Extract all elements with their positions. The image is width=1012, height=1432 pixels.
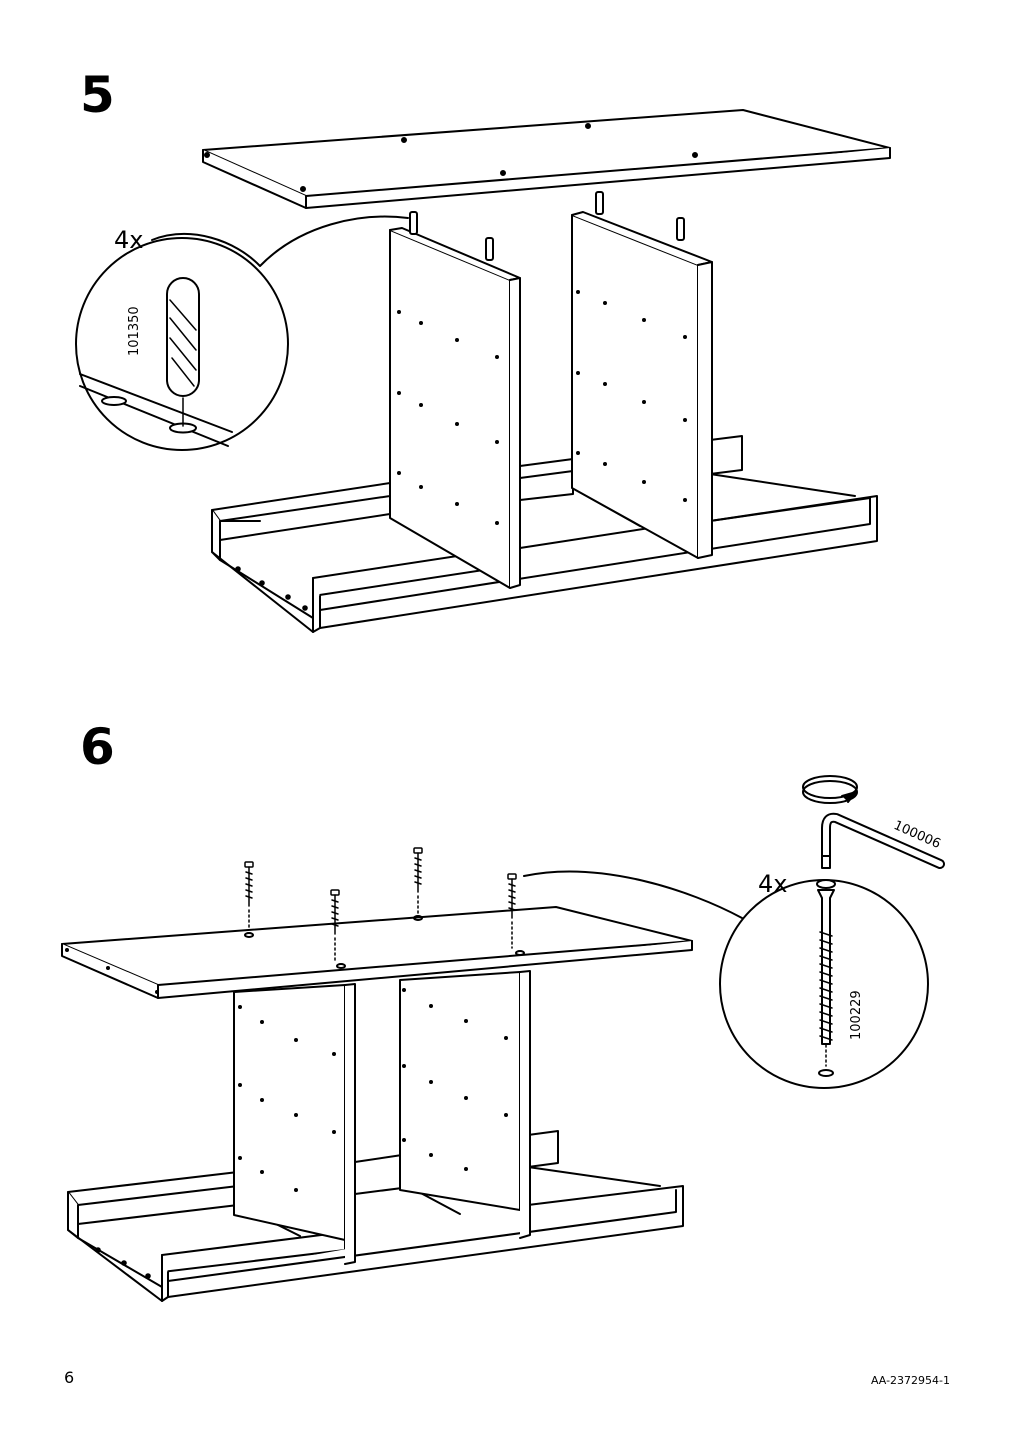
base-frame-step6 [68,1131,683,1301]
side-panels-step6 [234,971,530,1264]
top-board-step6 [62,907,692,998]
document-id: AA-2372954-1 [870,1374,950,1387]
screw-callout [524,776,940,1088]
step-6-screw-part-number: 100229 [849,990,864,1040]
base-frame [212,436,877,632]
page-number: 6 [64,1368,75,1387]
step6-illustration [62,776,940,1301]
step-5-quantity: 4x [114,226,144,254]
step-5-dowel-part-number: 101350 [127,306,142,356]
dowels [410,192,684,260]
step-6-number: 6 [80,718,115,776]
step5-illustration [76,110,890,632]
step-6-quantity: 4x [758,870,788,898]
screws [245,848,516,962]
side-panel-right [572,212,712,558]
step-5-number: 5 [80,66,115,124]
top-board [203,110,890,208]
dowel-callout [76,217,408,450]
side-panel-left [390,228,520,588]
